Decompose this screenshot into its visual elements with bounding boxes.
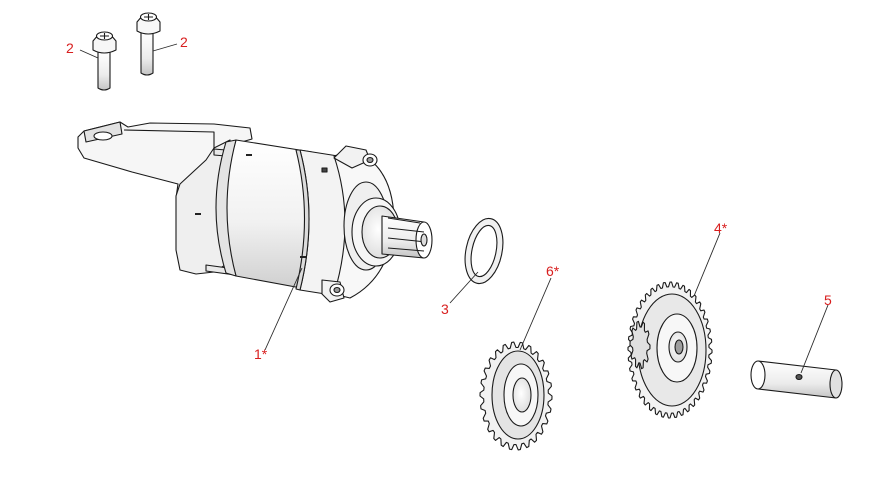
callout-starter-motor: 1* <box>254 346 268 362</box>
callout-labels: 2 2 1* 3 6* 4* 5 <box>66 34 832 362</box>
callout-bolt-right: 2 <box>180 34 188 50</box>
large-gear <box>627 281 713 419</box>
flange-bolt-left <box>92 31 117 91</box>
callout-o-ring: 3 <box>441 301 449 317</box>
callout-large-gear: 4* <box>714 220 728 236</box>
o-ring <box>464 217 504 285</box>
leader-lines <box>79 43 829 374</box>
small-gear <box>479 341 553 451</box>
callout-small-gear: 6* <box>546 263 560 279</box>
flange-bolt-right <box>136 12 161 76</box>
gear-shaft <box>750 360 843 399</box>
callout-bolt-left: 2 <box>66 40 74 56</box>
callout-shaft: 5 <box>824 292 832 308</box>
starter-motor <box>77 121 433 303</box>
